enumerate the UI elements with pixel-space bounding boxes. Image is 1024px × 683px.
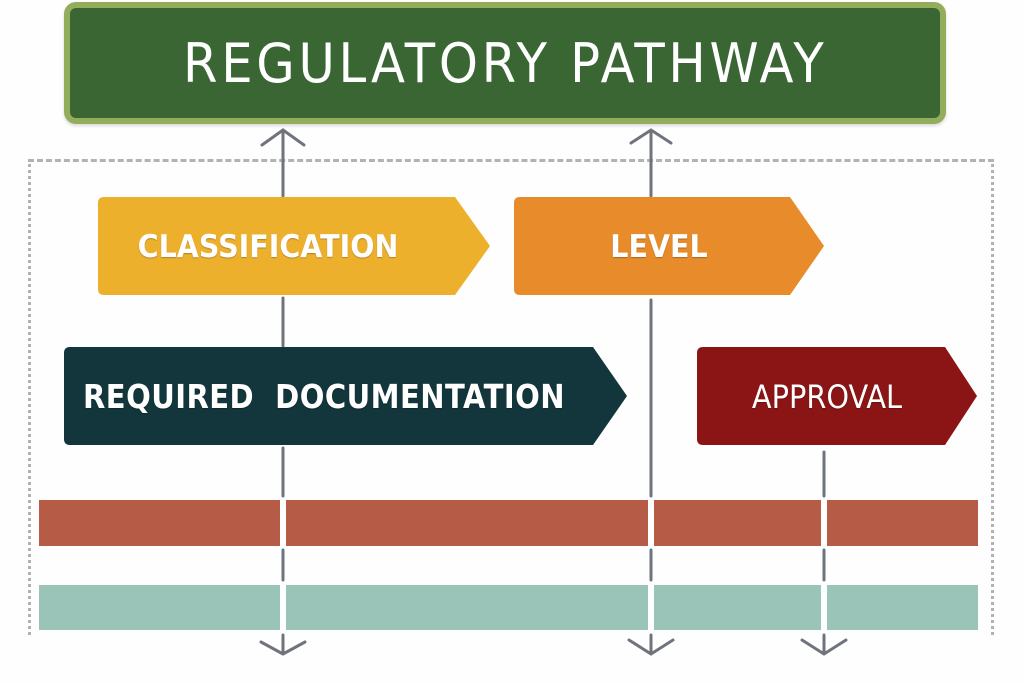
diagram-title: REGULATORY PATHWAY [182, 31, 828, 95]
stage-level-shape [514, 197, 824, 295]
band-bottom [39, 585, 978, 630]
arrow-up-icon [260, 128, 306, 147]
dotted-frame [28, 159, 994, 635]
arrow-down-icon [800, 638, 848, 656]
arrow-down-icon [259, 640, 307, 656]
stage-required-documentation-shape [64, 347, 627, 445]
stage-level-label: LEVEL [610, 229, 708, 265]
stage-classification-shape [98, 197, 490, 295]
stage-classification-label: CLASSIFICATION [137, 229, 399, 265]
title-banner: REGULATORY PATHWAY [64, 2, 946, 124]
stage-approval-shape [697, 347, 977, 445]
stage-required-documentation-label: REQUIRED DOCUMENTATION [82, 377, 566, 416]
arrow-up-icon [629, 128, 673, 145]
band-top [39, 500, 978, 546]
connector-1 [259, 128, 307, 656]
stage-approval-label: APPROVAL [751, 377, 903, 416]
arrow-down-icon [627, 638, 675, 656]
connector-2 [627, 128, 675, 656]
connector-3 [800, 450, 848, 656]
